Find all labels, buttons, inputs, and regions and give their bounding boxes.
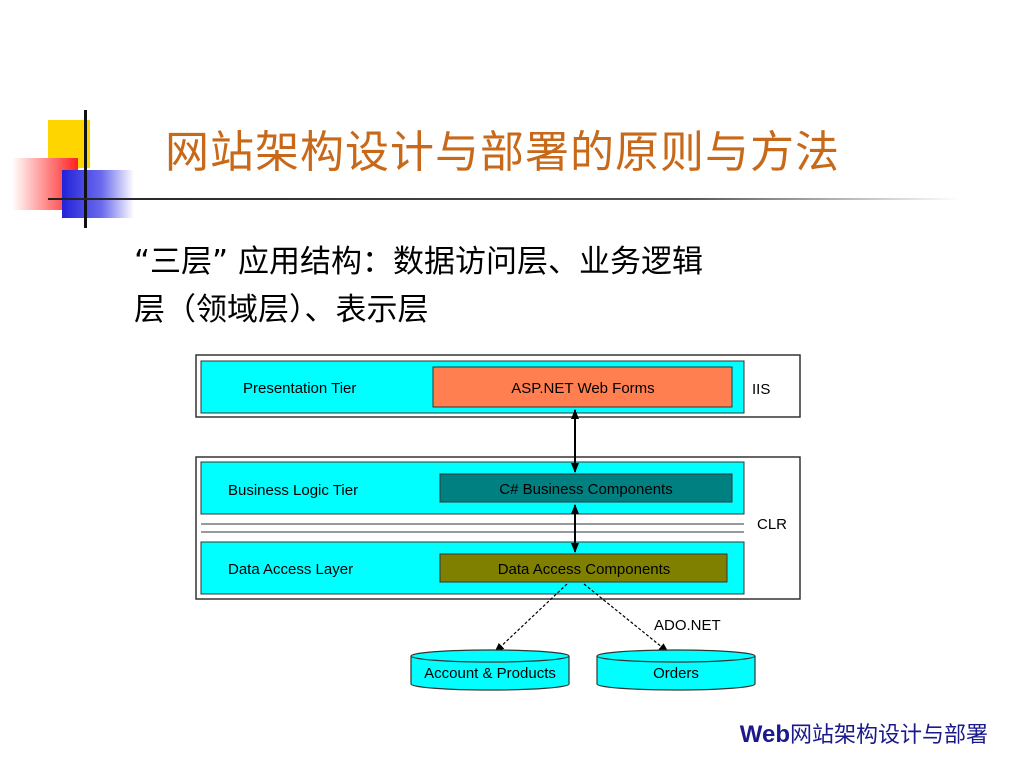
bullet-line-2: 层（领域层）、表示层	[134, 292, 429, 328]
data-access-components-label: Data Access Components	[498, 561, 671, 578]
title-underline	[48, 198, 960, 200]
database-account-products: Account & Products	[410, 649, 570, 691]
asp-net-web-forms-box	[432, 366, 733, 408]
ado-net-label: ADO.NET	[654, 617, 721, 634]
database-orders: Orders	[596, 649, 756, 691]
csharp-business-components-box	[439, 473, 733, 503]
data-access-layer-label: Data Access Layer	[228, 561, 353, 578]
asp-net-web-forms-label: ASP.NET Web Forms	[511, 380, 654, 397]
title-decoration-blue-square	[62, 170, 134, 218]
bullet-text: “三层” 应用结构：数据访问层、业务逻辑 层（领域层）、表示层	[134, 238, 894, 334]
clr-label: CLR	[757, 516, 787, 533]
ado-arrow-account-products	[494, 583, 568, 653]
csharp-business-components-label: C# Business Components	[499, 481, 672, 498]
business-logic-tier-label: Business Logic Tier	[228, 482, 358, 499]
slide-title: 网站架构设计与部署的原则与方法	[165, 127, 840, 178]
slide-footer: Web网站架构设计与部署	[740, 717, 988, 749]
account-products-label: Account & Products	[424, 665, 556, 682]
bullet-line-1: “三层” 应用结构：数据访问层、业务逻辑	[134, 244, 703, 280]
orders-label: Orders	[653, 665, 699, 682]
footer-course-text: 网站架构设计与部署	[789, 723, 988, 748]
footer-web-text: Web	[739, 721, 790, 748]
presentation-tier-label: Presentation Tier	[243, 380, 356, 397]
ado-arrow-orders	[583, 583, 669, 653]
data-access-components-box	[439, 553, 728, 583]
title-decoration-vertical-line	[84, 110, 87, 228]
iis-label: IIS	[752, 381, 770, 398]
